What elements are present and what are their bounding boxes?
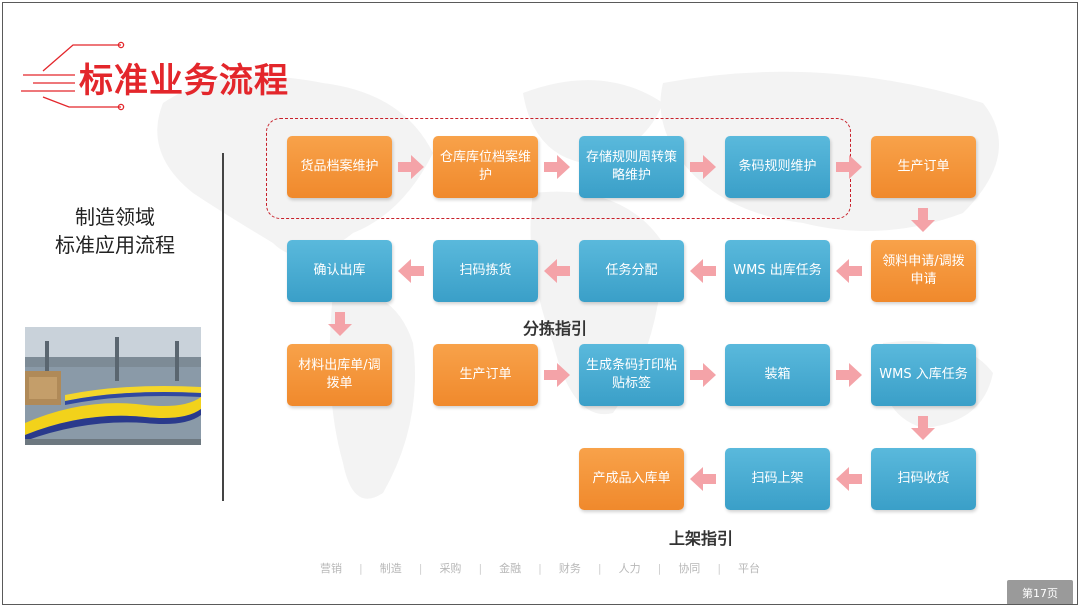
- arrow-left-icon: [690, 467, 716, 491]
- step-material-requisition: 领料申请/调拨申请: [871, 240, 976, 302]
- step-print-labels: 生成条码打印粘贴标签: [579, 344, 684, 406]
- footer-item-collaboration[interactable]: 协同: [661, 560, 717, 576]
- arrow-right-icon: [398, 155, 424, 179]
- step-wms-outbound-task: WMS 出库任务: [725, 240, 830, 302]
- footer-item-manufacturing[interactable]: 制造: [363, 560, 419, 576]
- step-task-assignment: 任务分配: [579, 240, 684, 302]
- side-title: 制造领域 标准应用流程: [25, 203, 205, 259]
- step-scan-picking: 扫码拣货: [433, 240, 538, 302]
- footer-item-hr[interactable]: 人力: [602, 560, 658, 576]
- side-title-line2: 标准应用流程: [25, 231, 205, 259]
- arrow-down-icon: [911, 208, 935, 232]
- step-scan-shelving: 扫码上架: [725, 448, 830, 510]
- page-title: 标准业务流程: [79, 53, 289, 102]
- arrow-right-icon: [836, 363, 862, 387]
- arrow-right-icon: [544, 363, 570, 387]
- step-material-outbound: 材料出库单/调拨单: [287, 344, 392, 406]
- step-confirm-outbound: 确认出库: [287, 240, 392, 302]
- footer-item-accounting[interactable]: 财务: [542, 560, 598, 576]
- shelving-guide-label: 上架指引: [669, 525, 733, 549]
- step-goods-archive: 货品档案维护: [287, 136, 392, 198]
- arrow-left-icon: [836, 259, 862, 283]
- footer-item-marketing[interactable]: 营销: [303, 560, 359, 576]
- step-storage-rules: 存储规则周转策略维护: [579, 136, 684, 198]
- divider: [222, 153, 224, 501]
- arrow-right-icon: [690, 363, 716, 387]
- step-finished-goods-inbound: 产成品入库单: [579, 448, 684, 510]
- arrow-right-icon: [836, 155, 862, 179]
- page-indicator[interactable]: 第17页: [1007, 580, 1073, 605]
- arrow-left-icon: [398, 259, 424, 283]
- arrow-left-icon: [544, 259, 570, 283]
- step-production-order-2: 生产订单: [433, 344, 538, 406]
- footer-item-finance[interactable]: 金融: [482, 560, 538, 576]
- footer-item-platform[interactable]: 平台: [721, 560, 777, 576]
- step-scan-receiving: 扫码收货: [871, 448, 976, 510]
- arrow-right-icon: [690, 155, 716, 179]
- arrow-left-icon: [690, 259, 716, 283]
- step-barcode-rules: 条码规则维护: [725, 136, 830, 198]
- arrow-down-icon: [328, 312, 352, 336]
- arrow-left-icon: [836, 467, 862, 491]
- footer-nav: 营销| 制造| 采购| 金融| 财务| 人力| 协同| 平台: [303, 560, 783, 576]
- footer-item-purchasing[interactable]: 采购: [422, 560, 478, 576]
- picking-guide-label: 分拣指引: [523, 315, 587, 339]
- arrow-right-icon: [544, 155, 570, 179]
- step-wms-inbound-task: WMS 入库任务: [871, 344, 976, 406]
- step-production-order: 生产订单: [871, 136, 976, 198]
- step-packing: 装箱: [725, 344, 830, 406]
- factory-photo: [25, 327, 201, 445]
- step-warehouse-location-archive: 仓库库位档案维护: [433, 136, 538, 198]
- arrow-down-icon: [911, 416, 935, 440]
- side-title-line1: 制造领域: [25, 203, 205, 231]
